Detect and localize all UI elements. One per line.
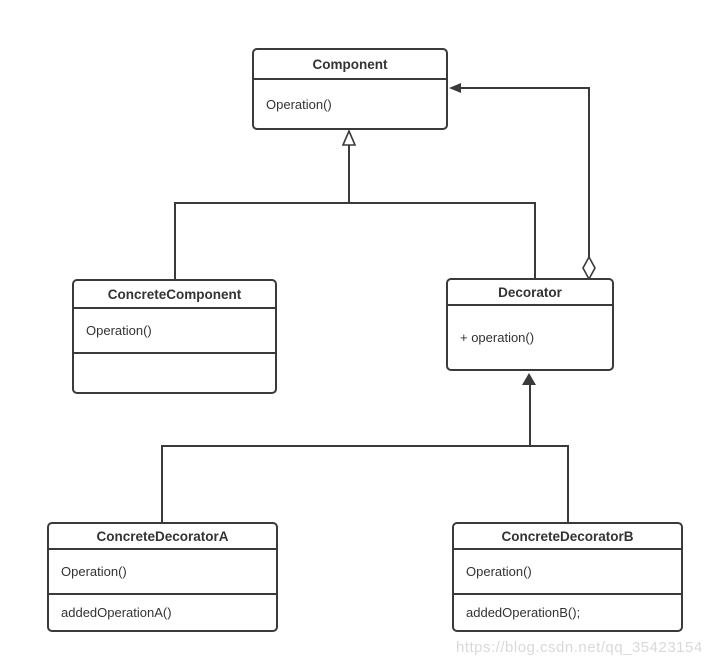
class-title-decorator: Decorator <box>498 284 562 300</box>
class-member: Operation() <box>49 548 276 593</box>
aggregation-diamond-icon <box>582 256 596 280</box>
class-box-concrete-component: ConcreteComponent Operation() <box>72 279 277 394</box>
connector-line <box>461 87 590 89</box>
connector-line <box>567 445 569 523</box>
class-member: Operation() <box>74 307 275 352</box>
class-member <box>74 352 275 392</box>
hollow-triangle-arrowhead-icon <box>342 130 356 146</box>
connector-line <box>529 385 531 446</box>
class-member: + operation() <box>448 304 612 369</box>
class-member: addedOperationB(); <box>454 593 681 630</box>
connector-line <box>174 202 176 280</box>
filled-triangle-arrowhead-icon <box>522 373 536 385</box>
class-title-component: Component <box>312 56 388 72</box>
class-box-component: Component Operation() <box>252 48 448 130</box>
class-title-concrete-decorator-b: ConcreteDecoratorB <box>501 528 634 544</box>
filled-arrowhead-icon <box>449 83 461 93</box>
connector-line <box>161 445 163 523</box>
class-title-concrete-decorator-a: ConcreteDecoratorA <box>96 528 229 544</box>
csdn-watermark: https://blog.csdn.net/qq_35423154 <box>456 639 703 656</box>
class-member: Operation() <box>254 78 446 128</box>
class-box-concrete-decorator-a: ConcreteDecoratorA Operation() addedOper… <box>47 522 278 632</box>
class-box-decorator: Decorator + operation() <box>446 278 614 371</box>
class-title-concrete-component: ConcreteComponent <box>107 286 242 302</box>
class-box-concrete-decorator-b: ConcreteDecoratorB Operation() addedOper… <box>452 522 683 632</box>
class-member: Operation() <box>454 548 681 593</box>
connector-line <box>588 88 590 258</box>
connector-line <box>174 202 536 204</box>
connector-line <box>161 445 569 447</box>
connector-line <box>534 202 536 280</box>
class-member: addedOperationA() <box>49 593 276 630</box>
connector-line <box>348 144 350 203</box>
